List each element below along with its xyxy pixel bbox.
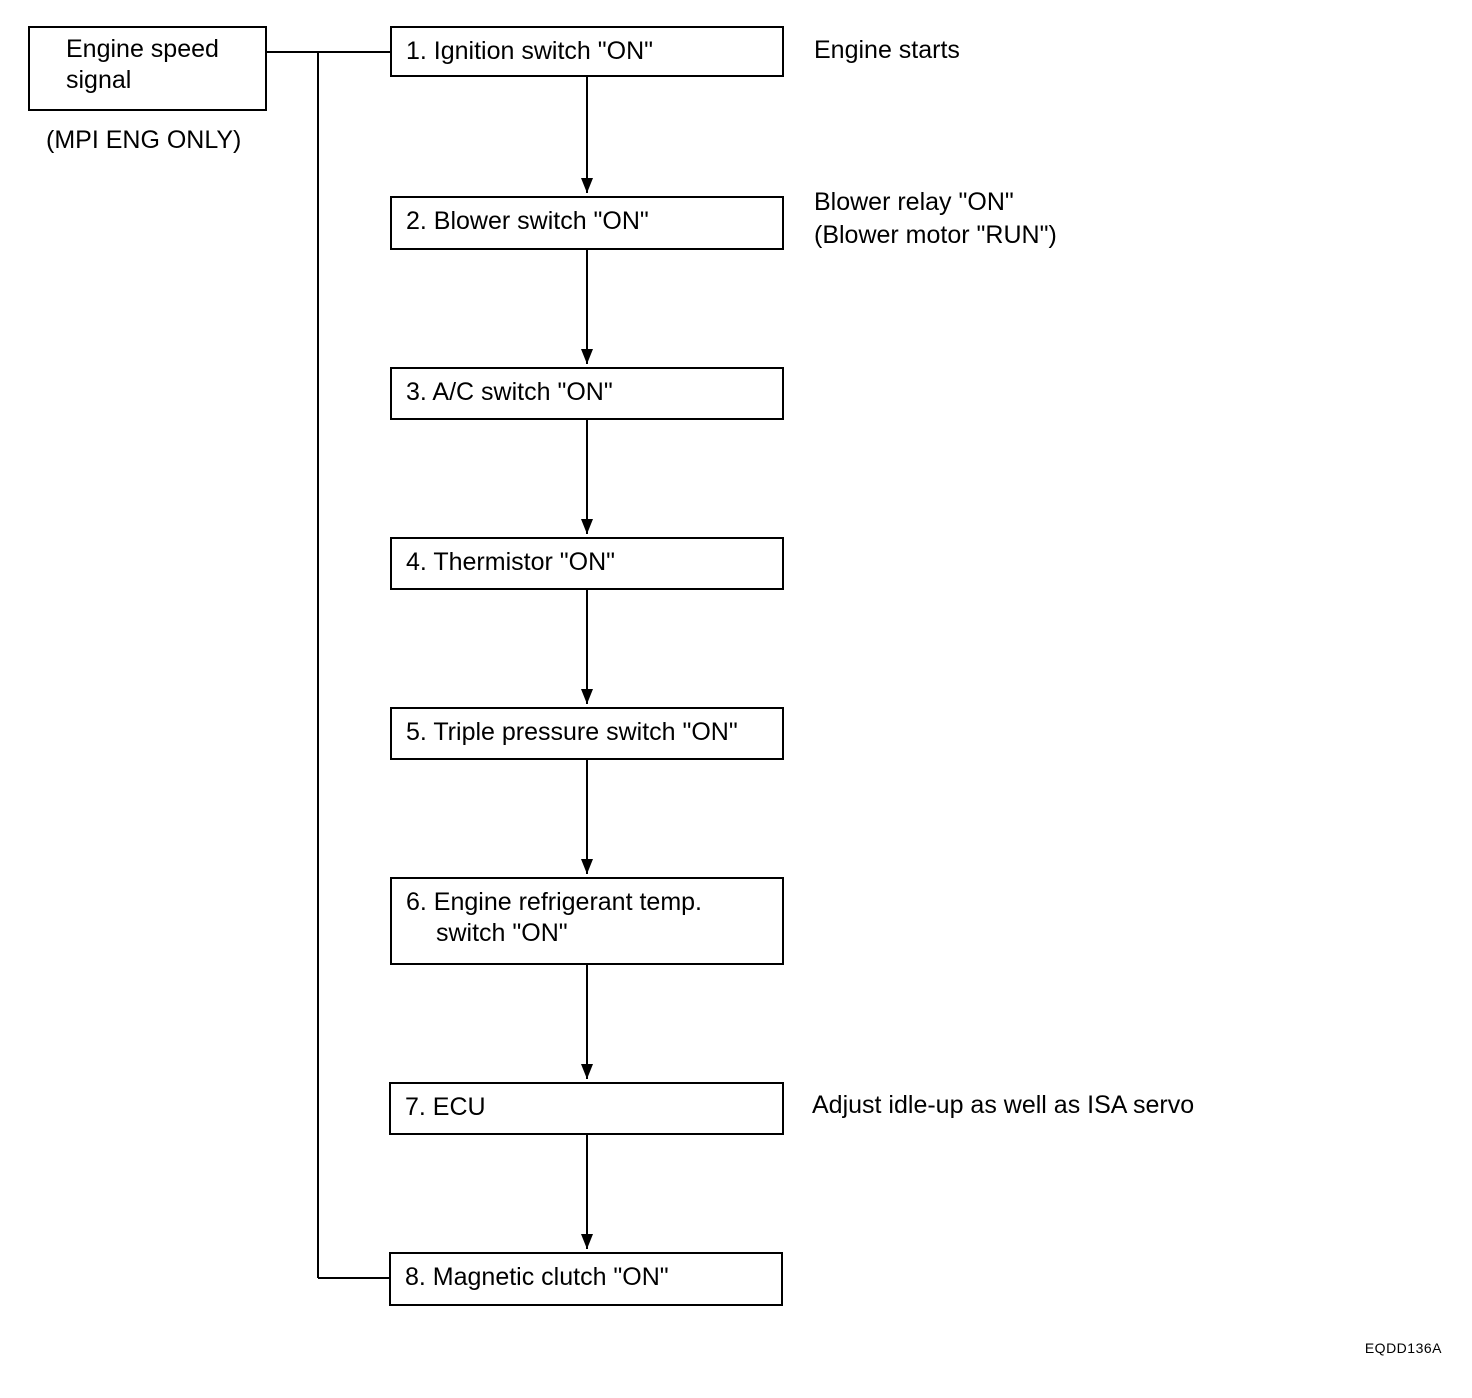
step-5-box: 5. Triple pressure switch "ON"	[390, 707, 784, 760]
step-2-note-line-2: (Blower motor "RUN")	[814, 221, 1057, 249]
engine-speed-line-1: Engine speed	[66, 35, 219, 63]
step-1-note-line-1: Engine starts	[814, 36, 960, 64]
step-7-box: 7. ECU	[389, 1082, 784, 1135]
step-7-note-line-1: Adjust idle-up as well as ISA servo	[812, 1091, 1195, 1119]
engine-speed-line-2: signal	[66, 66, 132, 94]
step-1-label: 1. Ignition switch "ON"	[406, 37, 654, 65]
step-1-note: Engine starts	[814, 34, 960, 67]
step-3-label: 3. A/C switch "ON"	[406, 378, 613, 406]
step-2-note: Blower relay "ON" (Blower motor "RUN")	[814, 186, 1057, 252]
step-6-box: 6. Engine refrigerant temp. switch "ON"	[390, 877, 784, 965]
mpi-eng-only-caption: (MPI ENG ONLY)	[46, 126, 242, 154]
step-6-label-line-2: switch "ON"	[436, 919, 568, 947]
engine-speed-signal-box: Engine speed signal	[28, 26, 267, 111]
step-7-note: Adjust idle-up as well as ISA servo	[812, 1089, 1194, 1122]
step-2-label: 2. Blower switch "ON"	[406, 207, 649, 235]
step-2-note-line-1: Blower relay "ON"	[814, 188, 1014, 216]
step-4-label: 4. Thermistor "ON"	[406, 548, 615, 576]
step-8-label: 8. Magnetic clutch "ON"	[405, 1263, 669, 1291]
figure-code: EQDD136A	[1364, 1340, 1442, 1356]
step-5-label: 5. Triple pressure switch "ON"	[406, 718, 738, 746]
step-8-box: 8. Magnetic clutch "ON"	[389, 1252, 783, 1306]
step-6-label-line-1: 6. Engine refrigerant temp.	[406, 888, 702, 916]
step-2-box: 2. Blower switch "ON"	[390, 196, 784, 250]
step-3-box: 3. A/C switch "ON"	[390, 367, 784, 420]
step-4-box: 4. Thermistor "ON"	[390, 537, 784, 590]
step-7-label: 7. ECU	[405, 1093, 486, 1121]
step-1-box: 1. Ignition switch "ON"	[390, 26, 784, 77]
